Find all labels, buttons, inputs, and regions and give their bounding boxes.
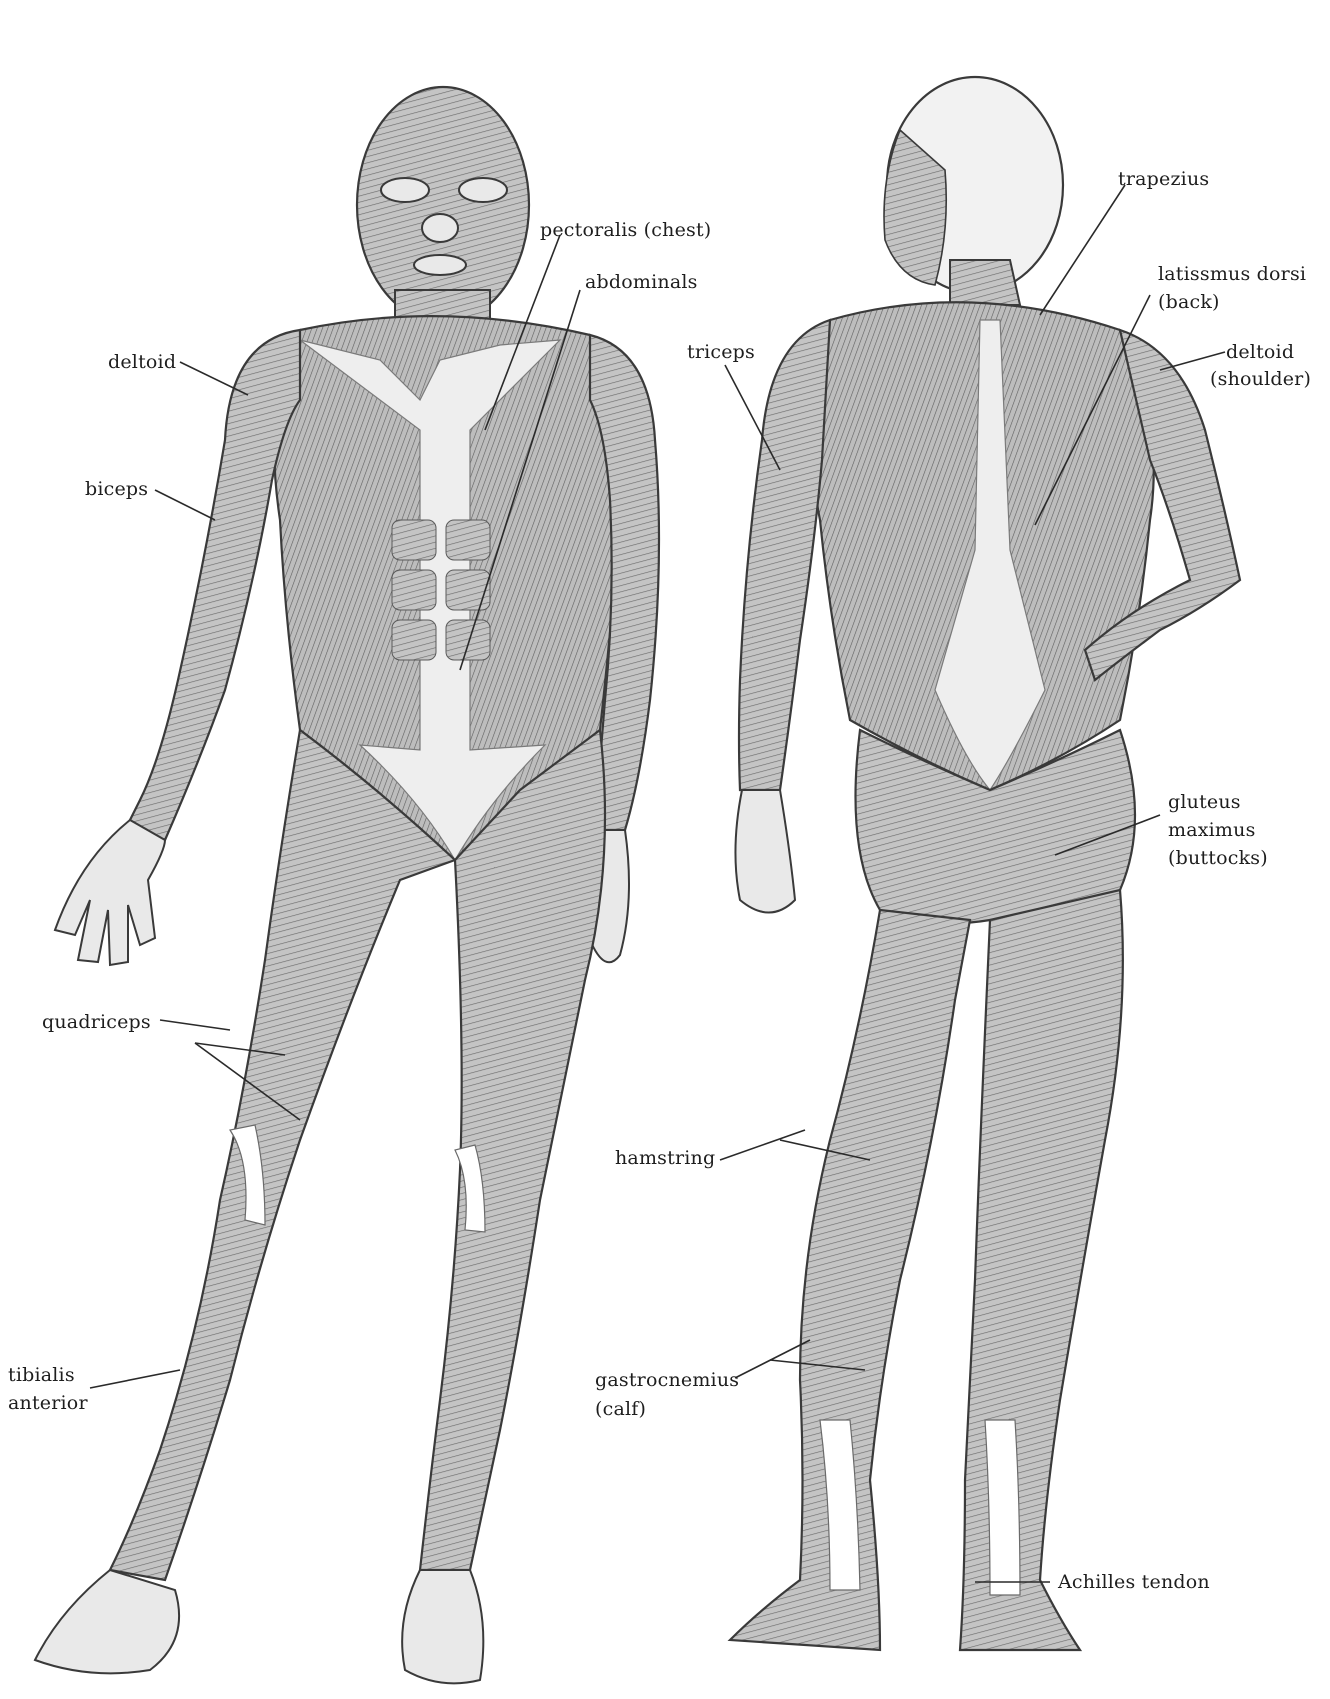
leader-gastrocnemius-a [735, 1340, 810, 1378]
label-deltoid-front: deltoid [108, 350, 176, 374]
leader-hamstring-a [720, 1130, 805, 1160]
label-hamstring: hamstring [615, 1146, 715, 1170]
label-achilles: Achilles tendon [1058, 1570, 1210, 1594]
label-quadriceps: quadriceps [42, 1010, 151, 1034]
back-left-arm [739, 320, 830, 790]
label-abdominals: abdominals [585, 270, 698, 294]
label-gluteus-line2: maximus [1168, 818, 1256, 842]
label-biceps: biceps [85, 477, 148, 501]
label-gastrocnemius-line1: gastrocnemius [595, 1368, 739, 1392]
label-pectoralis: pectoralis (chest) [540, 218, 711, 242]
label-gastrocnemius-line2: (calf) [595, 1397, 646, 1421]
front-right-arm [125, 330, 300, 840]
back-right-leg [960, 890, 1123, 1650]
leader-biceps [155, 490, 215, 520]
label-latissimus-line2: (back) [1158, 290, 1220, 314]
leader-quadriceps-a [160, 1020, 230, 1030]
front-right-leg [110, 730, 455, 1580]
label-triceps: triceps [687, 340, 755, 364]
label-trapezius: trapezius [1118, 167, 1209, 191]
label-tibialis-line1: tibialis [8, 1363, 75, 1387]
label-gluteus-line1: gluteus [1168, 790, 1241, 814]
label-latissimus-line1: latissmus dorsi [1158, 262, 1306, 286]
front-head [357, 87, 529, 323]
leader-tibialis [90, 1370, 180, 1388]
label-deltoid-back-line1: deltoid [1226, 340, 1294, 364]
label-deltoid-back-line2: (shoulder) [1210, 367, 1311, 391]
front-figure [35, 87, 659, 1683]
label-gluteus-line3: (buttocks) [1168, 846, 1268, 870]
label-tibialis-line2: anterior [8, 1391, 88, 1415]
